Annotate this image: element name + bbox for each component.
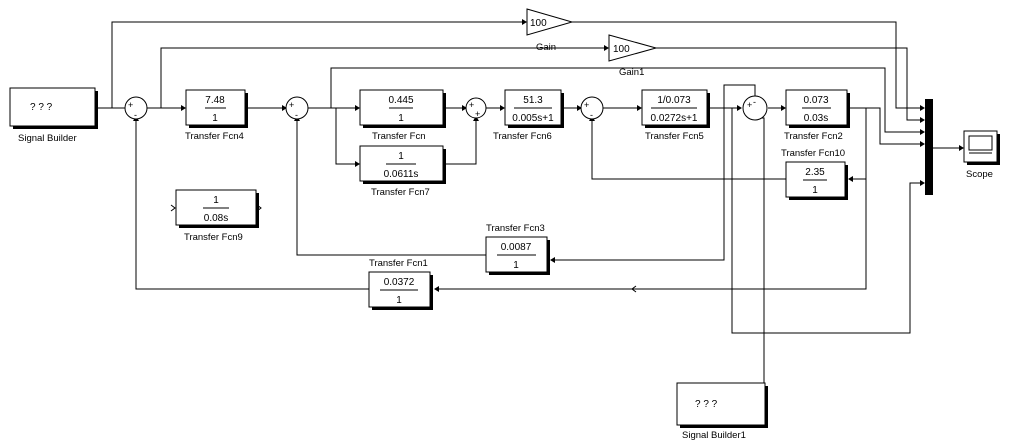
gain1-block[interactable]: 100: [608, 34, 658, 62]
svg-text:0.005s+1: 0.005s+1: [512, 113, 554, 124]
svg-text:0.073: 0.073: [803, 95, 828, 106]
svg-text:1/0.073: 1/0.073: [657, 95, 691, 106]
transfer-fcn2-block[interactable]: 0.073 0.03s: [785, 89, 850, 128]
transfer-fcn5-block[interactable]: 1/0.073 0.0272s+1: [641, 89, 710, 128]
transfer-fcn1-label: Transfer Fcn1: [369, 258, 428, 269]
wire: [160, 47, 604, 108]
wire: [731, 108, 920, 334]
svg-text:0.0372: 0.0372: [384, 277, 415, 288]
wires: [97, 19, 964, 402]
wire: [847, 107, 920, 145]
svg-text:0.08s: 0.08s: [204, 213, 228, 224]
transfer-fcn5-label: Transfer Fcn5: [645, 131, 704, 142]
transfer-fcn10-block[interactable]: 2.35 1: [785, 161, 848, 200]
wire: [296, 121, 486, 256]
svg-text:1: 1: [812, 185, 818, 196]
transfer-fcn10-label: Transfer Fcn10: [781, 148, 845, 159]
signal-builder-block[interactable]: ? ? ?: [9, 87, 98, 129]
wire: [572, 21, 920, 109]
signal-builder1-content: ? ? ?: [695, 399, 718, 410]
wire: [555, 108, 725, 261]
scope-block[interactable]: [963, 130, 1000, 165]
transfer-fcn6-label: Transfer Fcn6: [493, 131, 552, 142]
sum-block-2[interactable]: + -: [285, 96, 309, 120]
gain1-label: Gain1: [619, 67, 644, 78]
scope-label: Scope: [966, 169, 993, 180]
svg-text:100: 100: [530, 18, 547, 29]
transfer-fcn7-label: Transfer Fcn7: [371, 187, 430, 198]
sum-block-1[interactable]: + -: [124, 96, 148, 120]
svg-text:0.0611s: 0.0611s: [384, 169, 419, 180]
svg-text:100: 100: [613, 44, 630, 55]
sum-block-4[interactable]: + -: [580, 96, 604, 120]
transfer-fcn6-block[interactable]: 51.3 0.005s+1: [504, 89, 564, 128]
svg-text:-: -: [590, 110, 593, 120]
svg-text:-: -: [753, 97, 756, 107]
transfer-fcn3-label: Transfer Fcn3: [486, 223, 545, 234]
svg-text:0.03s: 0.03s: [804, 113, 828, 124]
signal-builder-content: ? ? ?: [30, 102, 53, 113]
svg-text:51.3: 51.3: [523, 95, 543, 106]
wire: [750, 117, 765, 402]
signal-builder-label: Signal Builder: [18, 133, 77, 144]
svg-text:+: +: [128, 100, 133, 110]
svg-text:2.35: 2.35: [805, 167, 825, 178]
wire: [631, 285, 637, 293]
svg-text:0.445: 0.445: [388, 95, 413, 106]
svg-text:0.0272s+1: 0.0272s+1: [651, 113, 698, 124]
transfer-fcn-label: Transfer Fcn: [372, 131, 426, 142]
svg-text:1: 1: [398, 151, 404, 162]
transfer-fcn7-block[interactable]: 1 0.0611s: [359, 145, 446, 184]
transfer-fcn3-block[interactable]: 0.0087 1: [485, 236, 550, 275]
svg-text:1: 1: [398, 113, 404, 124]
transfer-fcn9-block[interactable]: 1 0.08s: [170, 189, 262, 228]
svg-text:+: +: [289, 100, 294, 110]
signal-builder1-block[interactable]: ? ? ?: [676, 382, 768, 428]
wire: [443, 121, 477, 165]
svg-text:+: +: [469, 100, 474, 110]
wire: [591, 121, 786, 180]
svg-text:-: -: [295, 110, 298, 120]
gain-label: Gain: [536, 42, 556, 53]
svg-text:7.48: 7.48: [205, 95, 225, 106]
sum-block-3[interactable]: + +: [465, 97, 487, 119]
transfer-fcn4-block[interactable]: 7.48 1: [185, 89, 248, 128]
signal-builder1-label: Signal Builder1: [682, 430, 746, 441]
svg-text:1: 1: [213, 195, 219, 206]
gain-block[interactable]: 100: [526, 8, 574, 36]
wire: [135, 121, 369, 290]
transfer-fcn1-block[interactable]: 0.0372 1: [368, 271, 433, 310]
wire: [320, 67, 920, 133]
svg-text:0.0087: 0.0087: [501, 242, 532, 253]
wire: [335, 108, 355, 165]
transfer-fcn2-label: Transfer Fcn2: [784, 131, 843, 142]
transfer-fcn-block[interactable]: 0.445 1: [359, 89, 446, 128]
wire: [656, 47, 920, 121]
wire: [439, 108, 867, 290]
svg-text:-: -: [134, 110, 137, 120]
mux-block[interactable]: [925, 99, 933, 195]
wire: [723, 84, 756, 108]
transfer-fcn9-label: Transfer Fcn9: [184, 232, 243, 243]
svg-text:1: 1: [212, 113, 218, 124]
svg-text:1: 1: [396, 295, 402, 306]
svg-text:1: 1: [513, 260, 519, 271]
transfer-fcn4-label: Transfer Fcn4: [185, 131, 244, 142]
svg-text:+: +: [475, 109, 480, 119]
svg-text:+: +: [747, 100, 752, 110]
wire: [111, 21, 522, 108]
sum-block-5[interactable]: + -: [742, 95, 768, 121]
svg-text:+: +: [584, 100, 589, 110]
